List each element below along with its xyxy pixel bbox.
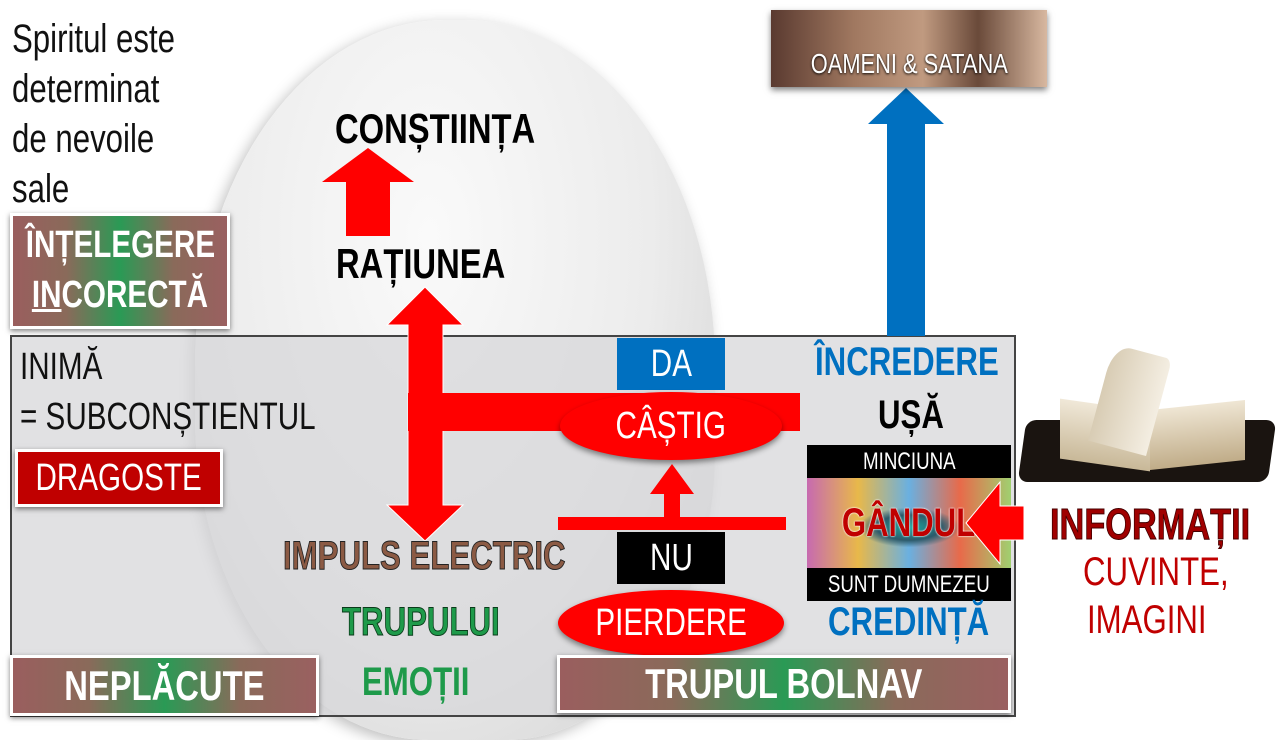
people-satan-image: OAMENI & SATANA: [771, 10, 1047, 87]
yes-label: DA: [650, 342, 692, 385]
small-arrow-up-icon: [558, 464, 786, 530]
trust-label: ÎNCREDERE: [815, 340, 999, 384]
lie-label: MINCIUNA: [862, 447, 956, 475]
electric-impulse-label: IMPULS ELECTRIC: [283, 534, 566, 579]
information-images: IMAGINI: [1087, 598, 1207, 642]
intro-line: determinat: [12, 67, 160, 111]
reason-label: RAȚIUNEA: [336, 240, 506, 287]
incorrect-understanding-box: ÎNȚELEGERE INCORECTĂ: [10, 213, 230, 329]
loss-oval: PIERDERE: [558, 590, 784, 656]
arrow-up-icon: [322, 148, 414, 236]
heart-title: INIMĂ: [20, 346, 103, 388]
door-label: UȘĂ: [878, 393, 944, 437]
body-of-label: TRUPULUI: [342, 600, 501, 645]
thought-label: GÂNDUL: [842, 500, 976, 545]
faith-label: CREDINȚĂ: [828, 600, 990, 644]
emotions-label: EMOȚII: [362, 660, 470, 704]
no-label: NU: [649, 536, 693, 579]
love-box: DRAGOSTE: [15, 449, 223, 507]
book-image: [1017, 343, 1277, 485]
unpleasant-label: NEPLĂCUTE: [64, 661, 265, 709]
loss-label: PIERDERE: [595, 601, 747, 644]
i-am-god-bar: SUNT DUMNEZEU: [807, 568, 1011, 601]
understanding-line1: ÎNȚELEGERE: [25, 224, 215, 266]
sick-body-label: TRUPUL BOLNAV: [645, 660, 923, 707]
gain-label: CÂȘTIG: [615, 404, 727, 447]
intro-text: Spiritul este determinat de nevoile sale: [12, 14, 221, 214]
intro-line: sale: [12, 167, 70, 211]
love-label: DRAGOSTE: [35, 456, 203, 499]
subconscious-label: = SUBCONȘTIENTUL: [20, 396, 316, 438]
intro-line: de nevoile: [12, 117, 155, 161]
information-title: INFORMAȚII: [1050, 500, 1251, 550]
information-words: CUVINTE,: [1083, 550, 1229, 594]
heart-label: INIMĂ = SUBCONȘTIENTUL: [20, 342, 399, 442]
intro-line: Spiritul este: [12, 17, 176, 61]
understanding-prefix: IN: [31, 274, 62, 316]
understanding-rest: CORECTĂ: [61, 274, 209, 316]
i-am-god-label: SUNT DUMNEZEU: [828, 570, 990, 598]
arrow-left-icon: [965, 480, 1025, 566]
unpleasant-box: NEPLĂCUTE: [10, 655, 319, 716]
people-satan-label: OAMENI & SATANA: [810, 47, 1008, 79]
arrow-up-blue-icon: [868, 88, 944, 336]
no-box: NU: [617, 532, 725, 584]
gain-oval: CÂȘTIG: [560, 392, 782, 460]
conscience-label: CONȘTIINȚA: [335, 105, 536, 152]
sick-body-box: TRUPUL BOLNAV: [557, 655, 1011, 713]
yes-box: DA: [617, 338, 725, 390]
lie-bar: MINCIUNA: [807, 445, 1011, 478]
